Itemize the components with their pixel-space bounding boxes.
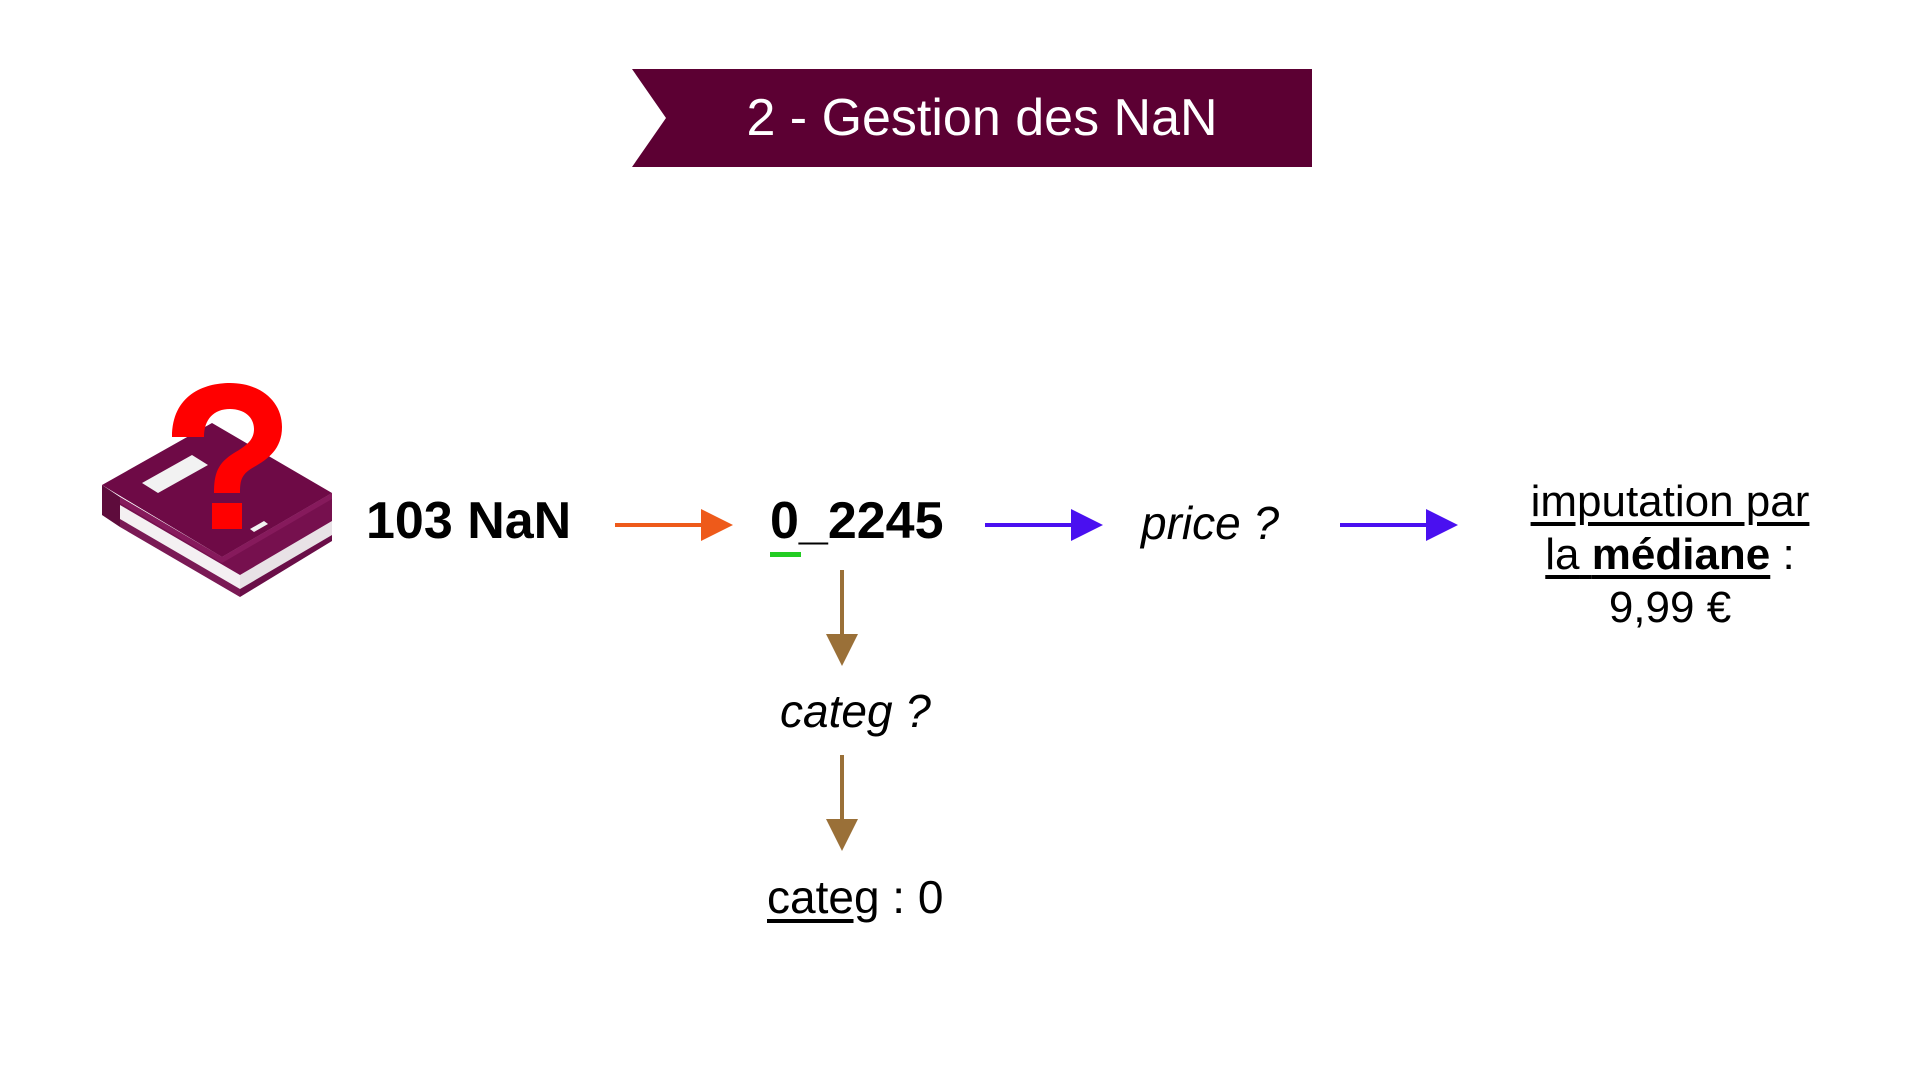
imputation-line-2: la médiane : xyxy=(1490,528,1850,581)
nan-count-label: 103 NaN xyxy=(366,492,572,550)
price-question-label: price ? xyxy=(1141,497,1280,549)
book-id-number: 2245 xyxy=(827,492,944,550)
categ-result-label: categ : 0 xyxy=(767,874,943,920)
imputation-line-3: 9,99 € xyxy=(1608,583,1732,632)
book-id-first-char: 0 xyxy=(770,492,801,557)
categ-question-label: categ ? xyxy=(780,685,931,737)
book-id-separator: _ xyxy=(798,492,828,550)
banner-shape xyxy=(632,69,1312,167)
categ-result-key: categ xyxy=(767,871,880,923)
imputation-line-2-suffix: : xyxy=(1770,530,1795,579)
title-banner: 2 - Gestion des NaN xyxy=(632,69,1312,167)
imputation-line-2-prefix: la xyxy=(1545,530,1580,579)
book-id-label: 0_2245 xyxy=(770,492,944,557)
slide-title: 2 - Gestion des NaN xyxy=(746,89,1218,147)
book-icon xyxy=(102,383,332,597)
imputation-line-1: imputation par xyxy=(1530,477,1810,526)
imputation-result: imputation par la médiane : 9,99 € xyxy=(1490,475,1850,634)
question-mark-icon xyxy=(172,383,282,529)
imputation-line-2-bold: médiane xyxy=(1591,530,1771,579)
categ-result-value: : 0 xyxy=(879,871,944,923)
